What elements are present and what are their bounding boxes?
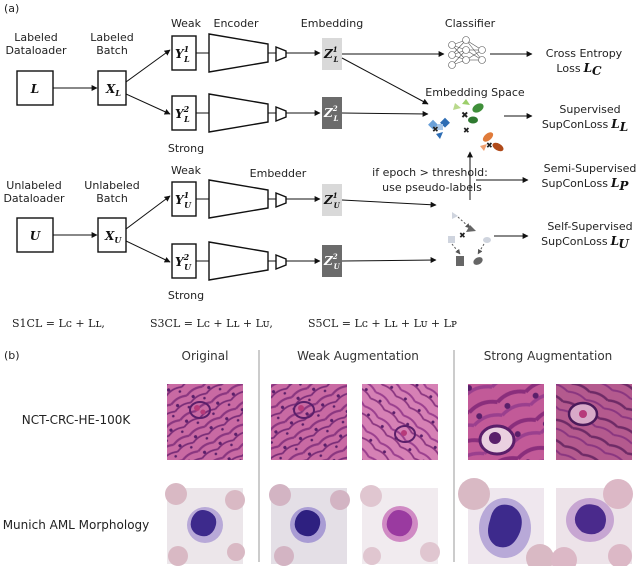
unlabeled-batch-box (97, 217, 127, 253)
self-loss-name-1: Self-Supervised (547, 220, 632, 233)
labeled-dataloader-symbol: L (30, 82, 39, 96)
row-label-aml: Munich AML Morphology (3, 518, 150, 532)
threshold-text-1: if epoch > threshold: (372, 166, 488, 179)
strong-label-bottom: Strong (168, 289, 204, 302)
formula-s3cl: S3CL = Lᴄ + Lʟ + Lᴜ, (150, 317, 273, 330)
embedding-space-clusters: ✖ ✖ ✖ ✖ (428, 99, 504, 152)
unlabeled-dataloader-symbol: U (30, 229, 42, 243)
projection-strong (275, 105, 287, 123)
arrow-zu1-space (341, 199, 437, 208)
unlabeled-batch-label-1: Unlabeled (84, 179, 139, 192)
aml-weak-image-2 (360, 485, 440, 565)
yu2-box (171, 243, 197, 279)
header-weak: Weak Augmentation (297, 349, 419, 363)
svg-text:✖: ✖ (432, 125, 439, 134)
header-original: Original (182, 349, 229, 363)
unlabeled-dataloader-label-1: Unlabeled (6, 179, 61, 192)
embedder-projection-strong (275, 253, 287, 271)
labeled-dataloader-label-1: Labeled (14, 31, 57, 44)
labeled-batch-label-1: Labeled (90, 31, 133, 44)
formula-s1cl: S1CL = Lᴄ + Lʟ, (12, 317, 105, 330)
zu1-box (322, 184, 342, 216)
aml-strong-image-1 (458, 478, 554, 566)
unlabeled-dataloader-label-2: Dataloader (3, 192, 65, 205)
threshold-text-2: use pseudo-labels (382, 181, 482, 194)
embedder-strong (208, 241, 269, 281)
labeled-dataloader-box (16, 70, 54, 106)
panel-a-label: (a) (4, 2, 19, 15)
svg-text:✖: ✖ (459, 231, 466, 240)
arrow-xl-weak (125, 49, 171, 83)
encoder-strong (208, 93, 269, 133)
labeled-dataloader-label-2: Dataloader (5, 44, 67, 57)
weak-label-top: Weak (171, 17, 202, 30)
encoder-label: Encoder (214, 17, 259, 30)
zu2-box (322, 245, 342, 277)
arrow-zl2-space (341, 110, 429, 117)
projection-weak (275, 45, 287, 63)
nct-strong-image-2 (556, 384, 632, 460)
panel-b-label: (b) (4, 349, 20, 362)
sup-loss-name-1: Supervised (559, 103, 620, 116)
arrow-xl-strong (125, 93, 171, 115)
embedding-space-label: Embedding Space (425, 86, 525, 99)
classifier-network-icon (448, 36, 486, 69)
arrow-zu2-space (341, 257, 437, 264)
aml-weak-image-1 (269, 484, 350, 566)
svg-text:✖: ✖ (461, 111, 469, 121)
strong-label-top: Strong (168, 142, 204, 155)
classifier-label: Classifier (445, 17, 496, 30)
weak-label-bottom: Weak (171, 164, 202, 177)
yu1-box (171, 181, 197, 217)
encoder-weak (208, 33, 269, 73)
row-label-nct: NCT-CRC-HE-100K (22, 413, 132, 427)
unlabeled-embedding-space: ✖ (448, 212, 491, 266)
zl2-box (322, 97, 342, 129)
embedder-projection-weak (275, 191, 287, 209)
embedding-label: Embedding (301, 17, 363, 30)
zl1-box (322, 38, 342, 70)
ce-loss-name-1: Cross Entropy (546, 47, 623, 60)
nct-original-image (167, 384, 243, 460)
nct-strong-image-1 (468, 384, 544, 460)
labeled-batch-label-2: Batch (96, 44, 128, 57)
unlabeled-batch-symbol: XU (104, 229, 122, 245)
svg-text:✖: ✖ (463, 126, 470, 135)
nct-weak-image-1 (271, 384, 347, 460)
aml-strong-image-2 (551, 479, 633, 566)
formula-s5cl: S5CL = Lᴄ + Lʟ + Lᴜ + Lᴘ (308, 317, 457, 330)
unlabeled-batch-label-2: Batch (96, 192, 128, 205)
embedder-label: Embedder (250, 167, 307, 180)
semi-loss-name-1: Semi-Supervised (544, 162, 637, 175)
arrow-zl1-space (341, 57, 429, 105)
embedder-weak (208, 179, 269, 219)
aml-original-image (165, 483, 245, 566)
labeled-batch-box (97, 70, 127, 106)
labeled-batch-symbol: XL (105, 82, 121, 98)
yl2-box (171, 95, 197, 131)
header-strong: Strong Augmentation (484, 349, 613, 363)
svg-text:✖: ✖ (486, 141, 493, 150)
nct-weak-image-2 (362, 384, 438, 460)
